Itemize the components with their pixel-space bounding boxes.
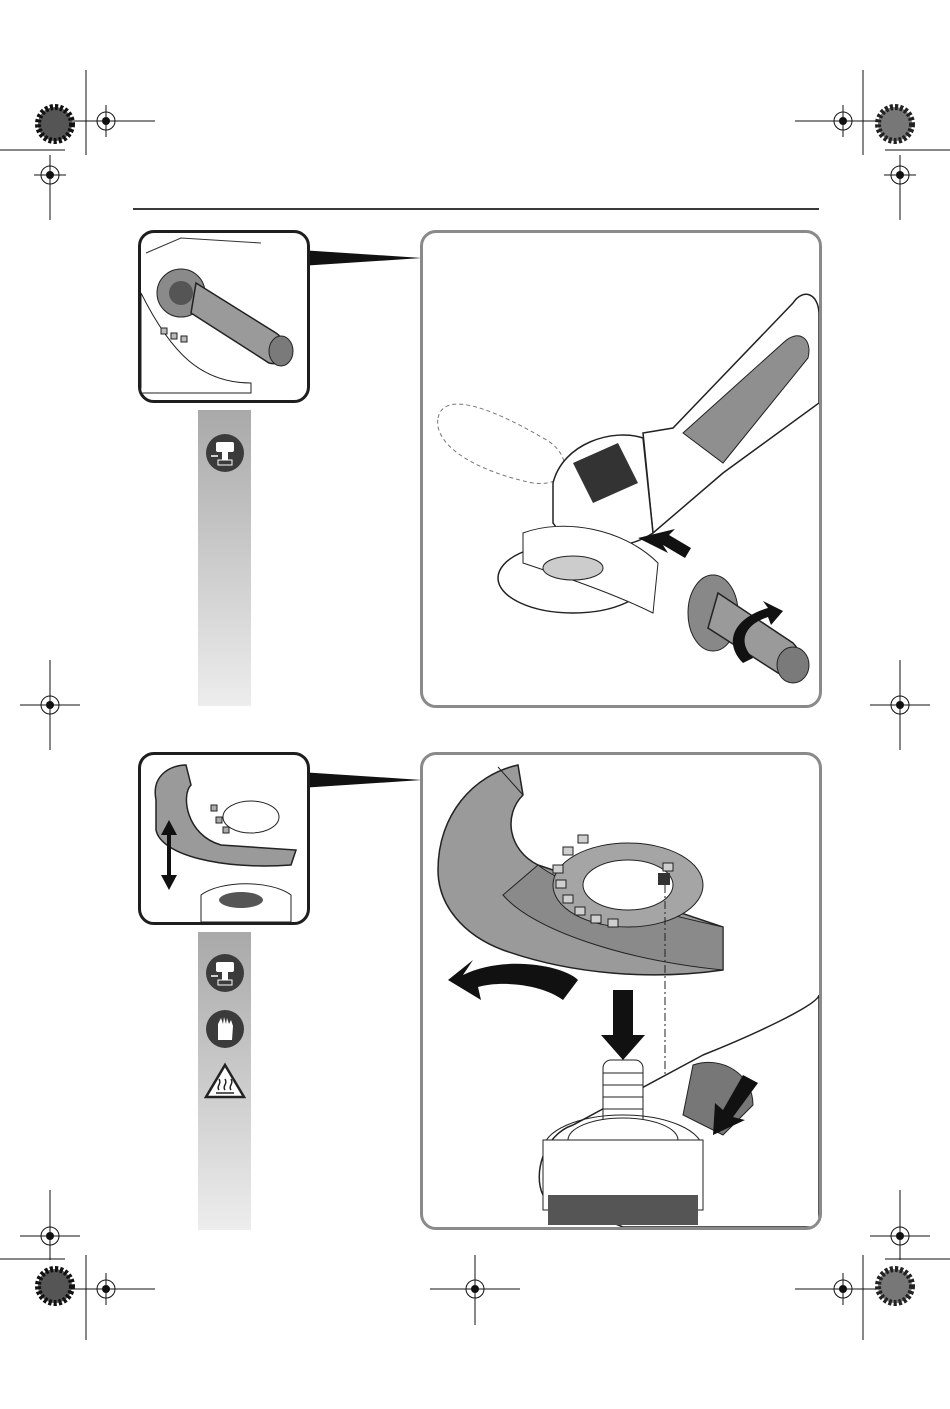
- battery-removal-icon: [206, 954, 244, 992]
- main-frame-guard: [420, 752, 822, 1230]
- angle-grinder-side-handle-illustration: [423, 233, 819, 705]
- header-rule: [133, 208, 819, 210]
- protective-guard-on-spindle-illustration: [423, 755, 819, 1227]
- down-arrow: [601, 990, 645, 1060]
- side-handle-detail-illustration: [141, 233, 307, 400]
- callout-connector: [300, 770, 425, 790]
- detail-frame-handle: [138, 230, 310, 403]
- main-frame-handle: [420, 230, 822, 708]
- gloves-icon: [206, 1010, 244, 1048]
- starburst-target-tl: [38, 107, 72, 141]
- hot-surface-warning-icon: [204, 1062, 246, 1100]
- battery-removal-icon: [206, 434, 244, 472]
- detail-frame-guard: [138, 752, 310, 925]
- callout-connector: [300, 248, 425, 268]
- guard-detail-illustration: [141, 755, 307, 922]
- icon-strip: [198, 932, 251, 1230]
- icon-strip: [198, 410, 251, 706]
